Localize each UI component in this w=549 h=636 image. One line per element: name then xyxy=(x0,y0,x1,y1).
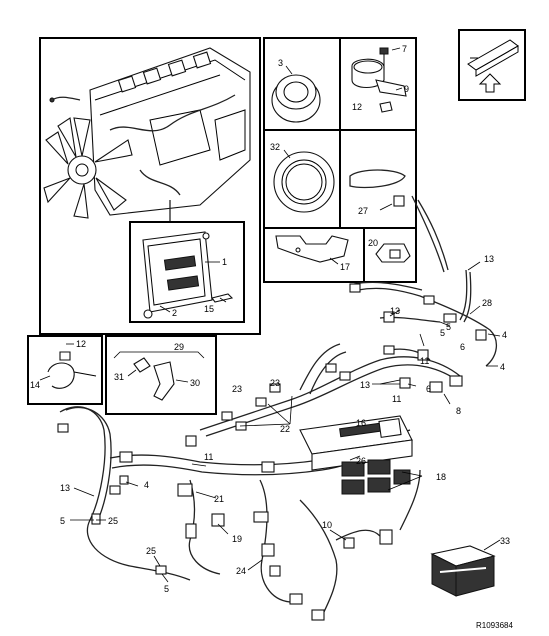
callout-8: 8 xyxy=(456,406,461,416)
callout-6-mid: 6 xyxy=(426,384,431,394)
callout-6-upper: 6 xyxy=(460,342,465,352)
callout-20: 20 xyxy=(368,238,378,248)
bracket-detail-panel xyxy=(105,335,217,415)
ecu-detail-inset xyxy=(129,221,245,323)
forward-arrow-icon xyxy=(478,73,502,93)
callout-9: 9 xyxy=(404,84,409,94)
sealing-ring-part xyxy=(273,149,335,213)
callout-13-upper: 13 xyxy=(390,306,400,316)
callout-26: 26 xyxy=(356,456,366,466)
callout-17: 17 xyxy=(340,262,350,272)
callout-27: 27 xyxy=(358,206,368,216)
reference-code: R1093684 xyxy=(476,621,513,630)
callout-25-lower: 25 xyxy=(146,546,156,556)
callout-13-mid: 13 xyxy=(360,380,370,390)
callout-12-top: 12 xyxy=(352,102,362,112)
callout-12-detail: 12 xyxy=(76,339,86,349)
callout-19: 19 xyxy=(232,534,242,544)
connector-cap-part xyxy=(271,65,321,123)
callout-5-right: 5 xyxy=(446,322,451,332)
engine-overview-panel xyxy=(39,37,261,335)
callout-4-lower: 4 xyxy=(144,480,149,490)
cooling-fan-illustration xyxy=(43,117,133,219)
callout-13-lower: 13 xyxy=(60,483,70,493)
parts-grid-panel xyxy=(263,37,417,283)
callout-30: 30 xyxy=(190,378,200,388)
callout-24: 24 xyxy=(236,566,246,576)
callout-32: 32 xyxy=(270,142,280,152)
clip-detail-panel xyxy=(27,335,103,405)
callout-31: 31 xyxy=(114,372,124,382)
bracket-part-17 xyxy=(275,235,349,265)
main-wiring-harness xyxy=(57,195,497,621)
callout-3: 3 xyxy=(278,58,283,68)
leader-lines xyxy=(70,261,501,583)
callout-13-harness: 13 xyxy=(484,254,494,264)
cable-tie-part xyxy=(349,169,406,211)
package-box-33 xyxy=(430,539,501,597)
callout-14: 14 xyxy=(30,380,40,390)
callout-28: 28 xyxy=(482,298,492,308)
pipe-clamp-part xyxy=(351,47,407,113)
callout-11-lower: 11 xyxy=(204,452,213,462)
callout-4-mid: 4 xyxy=(500,362,505,372)
callout-5-left: 5 xyxy=(60,516,65,526)
callout-18: 18 xyxy=(436,472,446,482)
callout-labels: 1 2 15 3 7 9 12 32 27 17 20 13 28 4 5 6 … xyxy=(30,44,510,594)
callout-23-right: 23 xyxy=(270,378,280,388)
callout-5-lower: 5 xyxy=(164,584,169,594)
callout-5-upper: 5 xyxy=(440,328,445,338)
callout-33: 33 xyxy=(500,536,510,546)
callout-16: 16 xyxy=(356,418,366,428)
callout-23-left: 23 xyxy=(232,384,242,394)
callout-1: 1 xyxy=(222,257,227,267)
callout-11-upper: 11 xyxy=(420,356,429,366)
callout-15: 15 xyxy=(204,304,214,314)
relay-cluster-18 xyxy=(341,459,411,495)
engine-block-illustration xyxy=(43,47,251,222)
bracket-part-20 xyxy=(375,243,411,263)
callout-22: 22 xyxy=(280,424,290,434)
callout-7: 7 xyxy=(402,44,407,54)
callout-11-mid: 11 xyxy=(392,394,401,404)
callout-10: 10 xyxy=(322,520,332,530)
callout-4-upper: 4 xyxy=(502,330,507,340)
orientation-panel xyxy=(458,29,526,101)
central-module-16 xyxy=(299,415,413,471)
callout-25-left: 25 xyxy=(108,516,118,526)
callout-2: 2 xyxy=(172,308,177,318)
callout-29: 29 xyxy=(174,342,184,352)
callout-21: 21 xyxy=(214,494,224,504)
